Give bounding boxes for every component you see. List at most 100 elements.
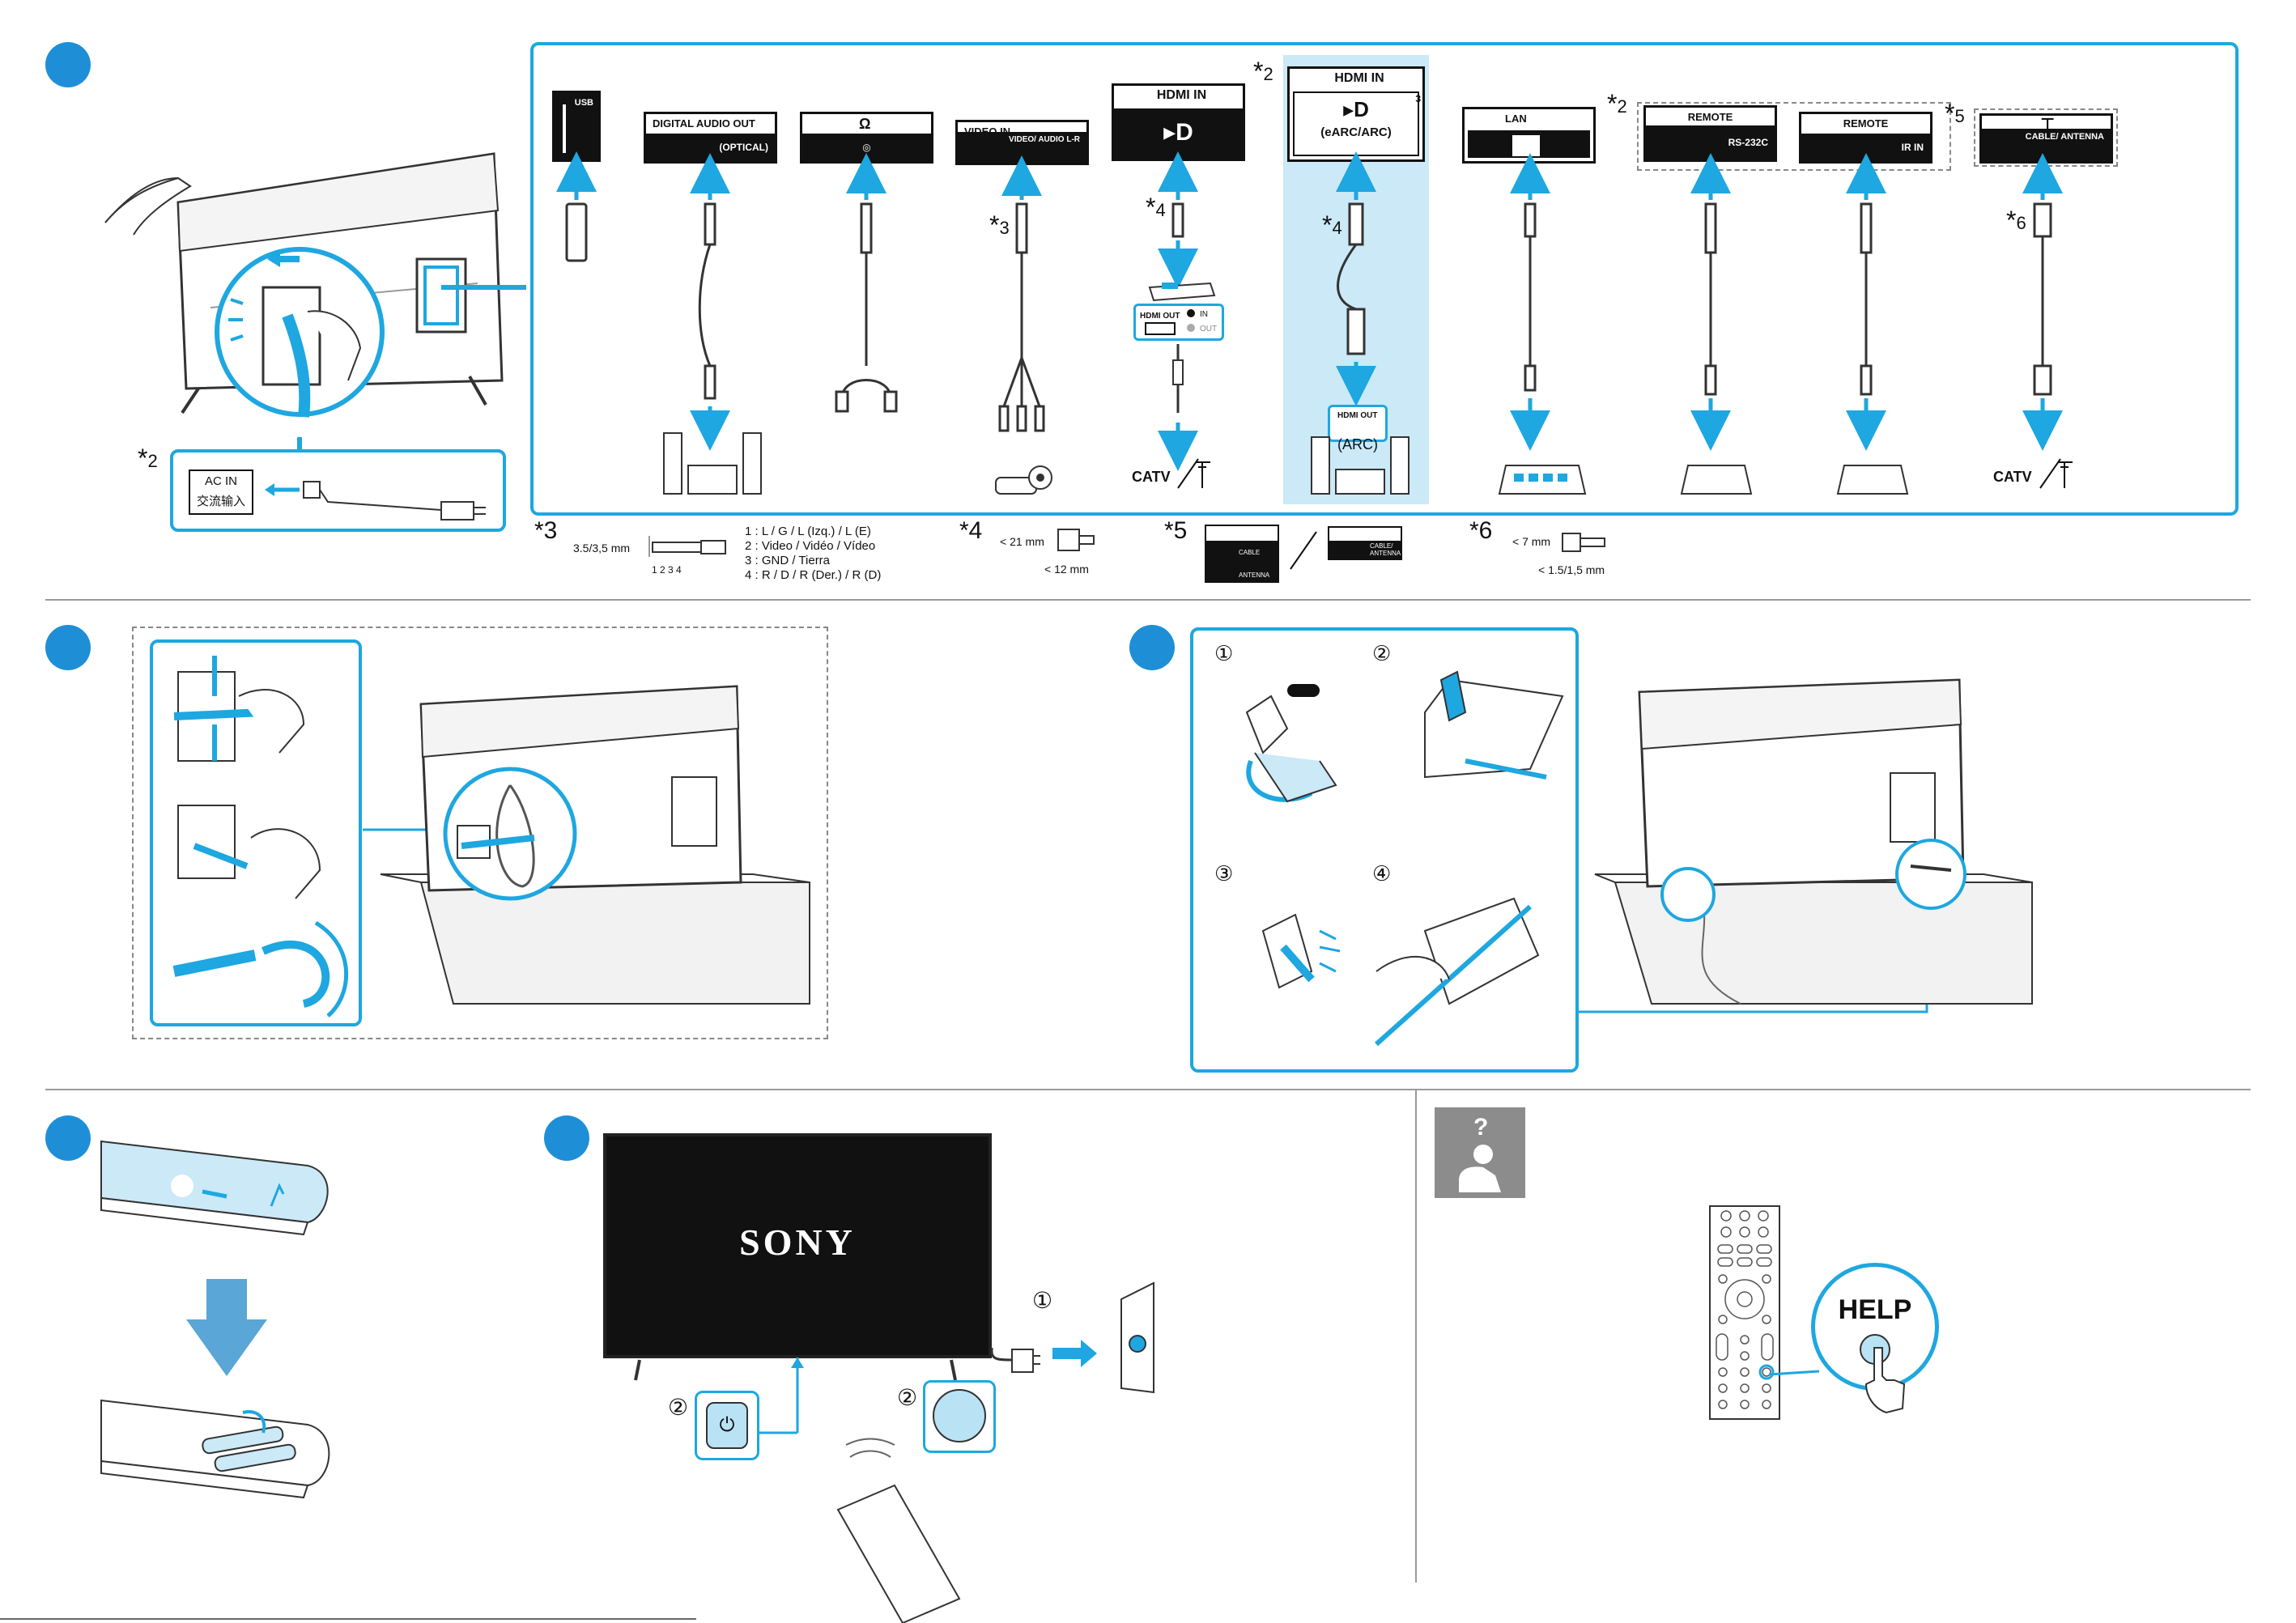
footnote-mark-hdmi-cable1: *4 [1146,193,1166,222]
hdmi-plug-icon [1057,529,1095,551]
hdmi-device-out-dot [1187,324,1195,332]
bottom-rule [0,1618,696,1620]
tv-back-with-clip-illustration [1579,678,2033,1013]
footnote-5-mark: *5 [1164,517,1188,544]
footnote-3-line-3: 3 : GND / Tierra [745,554,831,567]
person-icon [1459,1145,1501,1192]
port-hdmi: HDMI IN ▸D [1112,83,1245,161]
footnote-5-cable-antenna: CABLE/ ANTENNA [1370,542,1401,557]
port-optical-top: DIGITAL AUDIO OUT [653,117,755,130]
tv-front [603,1133,992,1358]
footnote-mark-antenna-cable: *6 [2006,206,2026,235]
question-mark-icon: ? [1473,1114,1489,1141]
usb-icon [563,104,566,153]
step-marker-4 [45,1115,91,1161]
footnote-5-panel-b-dark [1329,541,1401,559]
footnote-6-height: < 1.5/1,5 mm [1538,563,1605,576]
hdmi-device-in-label: IN [1200,310,1208,319]
footnote-6-mark: *6 [1469,517,1493,544]
catv-label-1: CATV [1132,469,1171,485]
footnote-6-width: < 7 mm [1512,535,1551,548]
arc-device-out-label: HDMI OUT [1337,411,1378,420]
cables-layer [556,151,2063,471]
lan-jack [1512,135,1540,156]
set-top-box-icon [1148,282,1216,302]
cable-clip-illustration [1245,670,1564,1047]
footnote-mark-video-cable: *3 [989,210,1010,240]
ac-in-label-line2: 交流输入 [196,495,245,508]
arc-device-icon [1311,436,1409,495]
port-ir-in: REMOTE IR IN [1799,112,1932,164]
port-rs232-top: REMOTE [1687,111,1733,123]
remote-power-button[interactable] [933,1389,986,1442]
power-cord-icon [265,481,486,520]
divider-vertical [1415,1089,1417,1583]
port-usb-label: USB [574,98,593,108]
footnote-5-panel-b: CABLE/ ANTENNA [1328,526,1402,560]
hdmi-device-port [1145,322,1176,335]
footnote-mark-hdmi3: *2 [1253,57,1273,86]
hdmi-device-in-dot [1187,309,1195,317]
footnote-5-panel-a: CABLE ANTENNA [1205,525,1279,583]
port-optical: DIGITAL AUDIO OUT (OPTICAL) [644,112,777,164]
clip-step-4: ④ [1372,861,1392,886]
footnote-mark-hdmi-cable2: *4 [1322,210,1342,240]
hdmi-device-out2-label: OUT [1200,325,1218,334]
tv-stand-and-plug [634,1281,1154,1623]
clip-step-3: ③ [1214,861,1234,886]
footnote-3-line-1: 1 : L / G / L (Izq.) / L (E) [745,525,871,538]
port-irin-top: REMOTE [1843,117,1889,130]
footnote-3-line-2: 2 : Video / Vidéo / Vídeo [745,539,876,553]
help-connector [1768,1370,1820,1376]
brand-logo: SONY [739,1221,856,1263]
control-device-icon-1 [1680,465,1753,495]
footnote-3-mark: *3 [534,517,558,544]
port-hdmi3: HDMI IN ▸D (eARC/ARC) 3 [1287,66,1425,162]
rf-cable-icon [1172,344,1184,413]
footnote-5-panel-a-dark [1206,541,1278,581]
control-device-icon-2 [1836,465,1909,495]
port-hdmi3-number: 3 [1415,93,1421,104]
footnote-mark-ac: *2 [138,444,158,473]
ac-in-label-line1: AC IN [204,474,237,488]
remote-battery-illustration [100,1140,330,1499]
step-marker-5 [544,1115,589,1161]
hdmi-device-out-label: HDMI OUT [1140,312,1180,321]
footnote-5-slash [1290,531,1317,570]
remote-group-outline [1637,102,1951,171]
footnote-4-height: < 12 mm [1044,563,1089,576]
power-button[interactable]: ⏻ [706,1402,748,1449]
camcorder-icon [995,465,1052,495]
help-guide-icon: ? [1435,1107,1525,1198]
ac-in-label: AC IN 交流输入 [189,469,253,515]
antenna-symbol-1 [1177,458,1210,489]
port-lan: LAN [1462,107,1596,164]
port-hdmi3-top: HDMI IN [1334,71,1384,85]
antenna-symbol-2 [2039,458,2073,489]
hdmi-icon: ▸D [1343,97,1369,121]
power-icon: ⏻ [719,1414,735,1436]
hand-icon [104,176,192,236]
cable-tie-steps-illustration [172,656,349,1018]
step-marker-1 [45,42,91,87]
magnifier-connector [297,285,526,449]
power-step-plug: ① [1032,1288,1053,1313]
remote-control-illustration [1709,1205,1780,1420]
footnote-3-line-4: 4 : R / D / R (Der.) / R (D) [745,568,882,582]
tv-back-with-tie-illustration [363,685,810,1005]
magnifier-circle [215,247,385,418]
port-lan-top: LAN [1505,113,1527,125]
finger-icon [1864,1347,1906,1414]
cable-tie-frame [132,627,828,1039]
router-icon [1498,465,1587,495]
port-irin-bottom: IR IN [1801,134,1930,161]
port-hdmi3-bottom: (eARC/ARC) [1320,125,1392,139]
footnote-mark-antenna: *5 [1945,99,1965,128]
port-hdmi-top: HDMI IN [1156,88,1207,102]
divider-2 [45,1089,2251,1090]
footnote-5-cable: CABLE [1239,549,1261,556]
hdmi-icon: ▸D [1114,108,1243,159]
footnote-3-size: 3.5/3,5 mm [573,542,631,554]
mini-jack-icon [648,536,726,557]
footnote-3-pins: 1 2 3 4 [652,564,682,576]
